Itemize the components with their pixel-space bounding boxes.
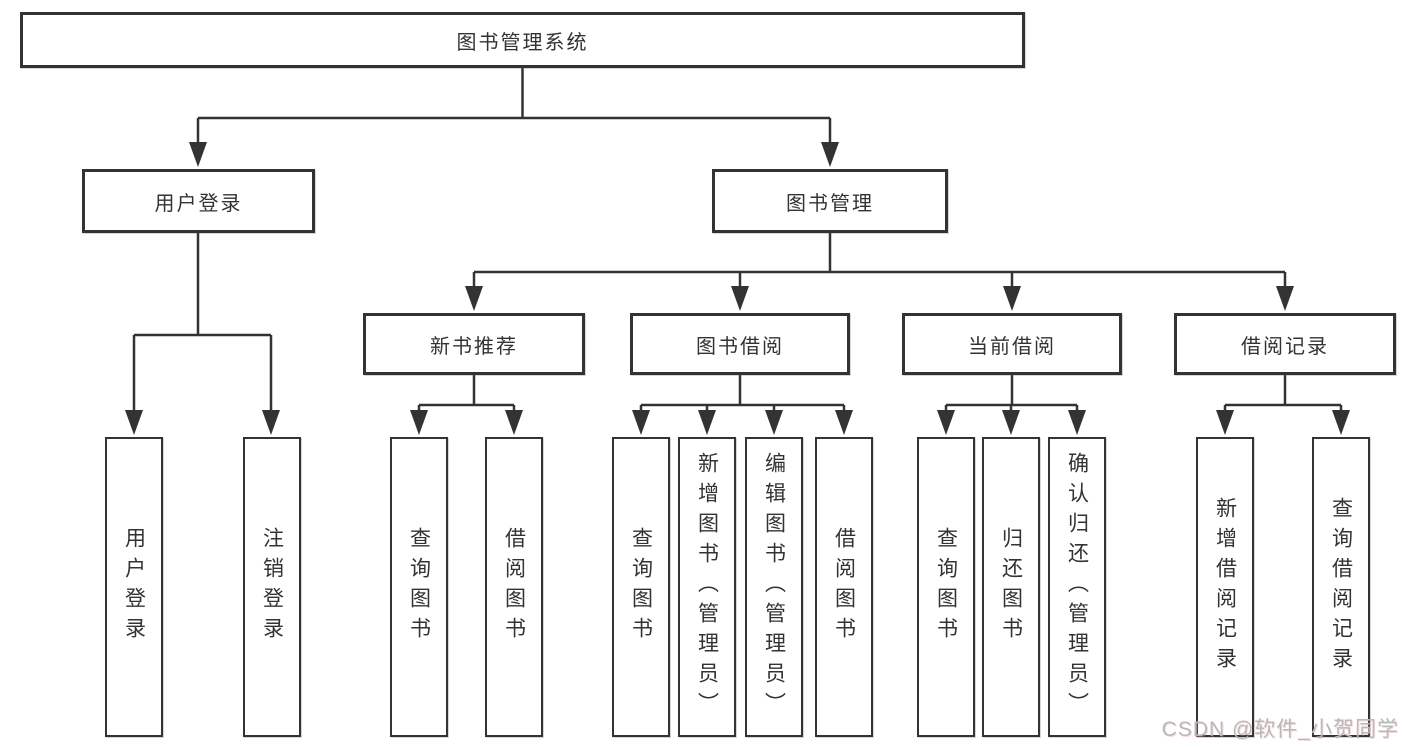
- leaf-add-book-admin: 新增图书（管理员）: [678, 437, 736, 737]
- leaf-edit-book-admin: 编辑图书（管理员）: [745, 437, 803, 737]
- leaf-current-query-book-label: 查询图书: [934, 527, 958, 647]
- node-book-management: 图书管理: [712, 169, 948, 233]
- leaf-query-borrow-record-label: 查询借阅记录: [1329, 497, 1353, 677]
- leaf-borrow-query-book: 查询图书: [612, 437, 670, 737]
- node-current-borrow: 当前借阅: [902, 313, 1122, 375]
- node-borrow-record-label: 借阅记录: [1241, 335, 1329, 358]
- leaf-return-book: 归还图书: [982, 437, 1040, 737]
- leaf-query-borrow-record: 查询借阅记录: [1312, 437, 1370, 737]
- node-user-login-label: 用户登录: [154, 192, 243, 215]
- node-book-borrow: 图书借阅: [630, 313, 850, 375]
- leaf-borrow-book: 借阅图书: [815, 437, 873, 737]
- node-library-management-system-label: 图书管理系统: [456, 31, 589, 54]
- leaf-borrow-query-book-label: 查询图书: [629, 527, 653, 647]
- leaf-recommend-borrow-book-label: 借阅图书: [502, 527, 526, 647]
- node-library-management-system: 图书管理系统: [20, 12, 1025, 68]
- node-user-login: 用户登录: [82, 169, 315, 233]
- leaf-edit-book-admin-label: 编辑图书（管理员）: [762, 452, 786, 722]
- leaf-recommend-borrow-book: 借阅图书: [485, 437, 543, 737]
- leaf-add-borrow-record: 新增借阅记录: [1196, 437, 1254, 737]
- leaf-add-borrow-record-label: 新增借阅记录: [1213, 497, 1237, 677]
- node-current-borrow-label: 当前借阅: [968, 335, 1056, 358]
- leaf-user-login: 用户登录: [105, 437, 163, 737]
- leaf-confirm-return-admin: 确认归还（管理员）: [1048, 437, 1106, 737]
- leaf-confirm-return-admin-label: 确认归还（管理员）: [1065, 452, 1089, 722]
- csdn-watermark: CSDN @软件_小贺同学: [1161, 718, 1399, 741]
- node-book-management-label: 图书管理: [786, 192, 874, 215]
- leaf-return-book-label: 归还图书: [999, 527, 1023, 647]
- node-book-borrow-label: 图书借阅: [696, 335, 784, 358]
- leaf-add-book-admin-label: 新增图书（管理员）: [695, 452, 719, 722]
- leaf-logout-label: 注销登录: [260, 527, 284, 647]
- leaf-recommend-query-book-label: 查询图书: [407, 527, 431, 647]
- leaf-current-query-book: 查询图书: [917, 437, 975, 737]
- leaf-recommend-query-book: 查询图书: [390, 437, 448, 737]
- node-new-book-recommend: 新书推荐: [363, 313, 585, 375]
- node-borrow-record: 借阅记录: [1174, 313, 1396, 375]
- leaf-user-login-label: 用户登录: [122, 527, 146, 647]
- node-new-book-recommend-label: 新书推荐: [430, 335, 518, 358]
- leaf-borrow-book-label: 借阅图书: [832, 527, 856, 647]
- leaf-logout: 注销登录: [243, 437, 301, 737]
